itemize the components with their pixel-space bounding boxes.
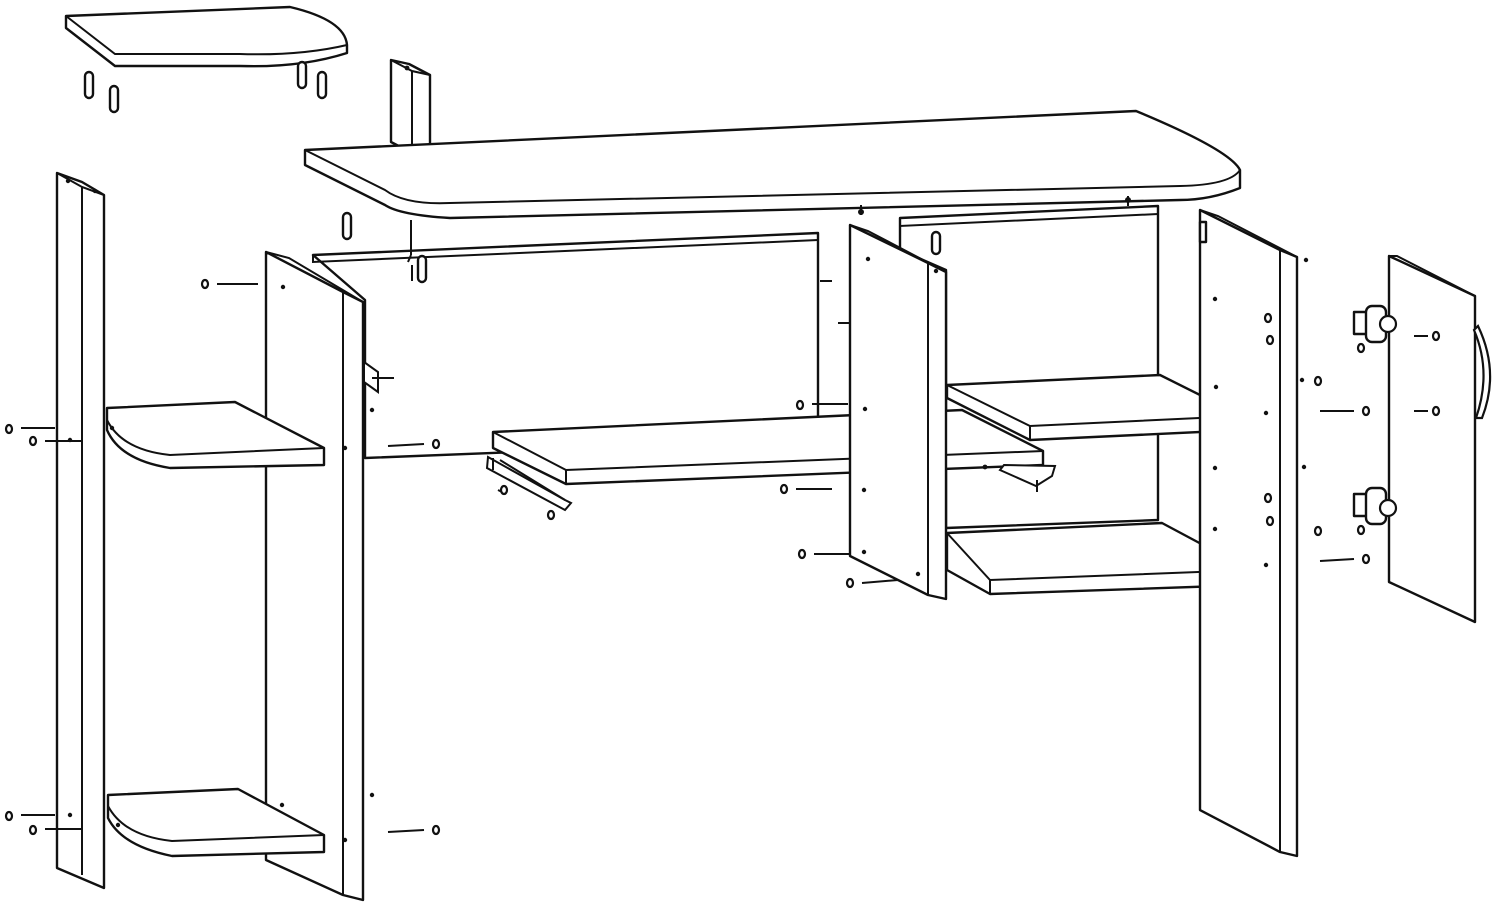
- dowel-pin: [83, 60, 942, 284]
- left-lower-shelf: [106, 787, 326, 858]
- door-hinge: [1352, 304, 1398, 526]
- center-divider: [848, 223, 948, 601]
- left-upper-shelf: [105, 400, 326, 470]
- cabinet-door: [1387, 254, 1477, 624]
- desk-top: [303, 109, 1242, 263]
- left-inner-side: [264, 250, 375, 902]
- screw: [4, 265, 1441, 836]
- top-shelf-board: [64, 5, 349, 68]
- left-outer-side: [55, 171, 106, 890]
- vertical-divider: [389, 58, 432, 159]
- door-handle: [1472, 324, 1492, 420]
- right-side-panel: [1198, 208, 1309, 858]
